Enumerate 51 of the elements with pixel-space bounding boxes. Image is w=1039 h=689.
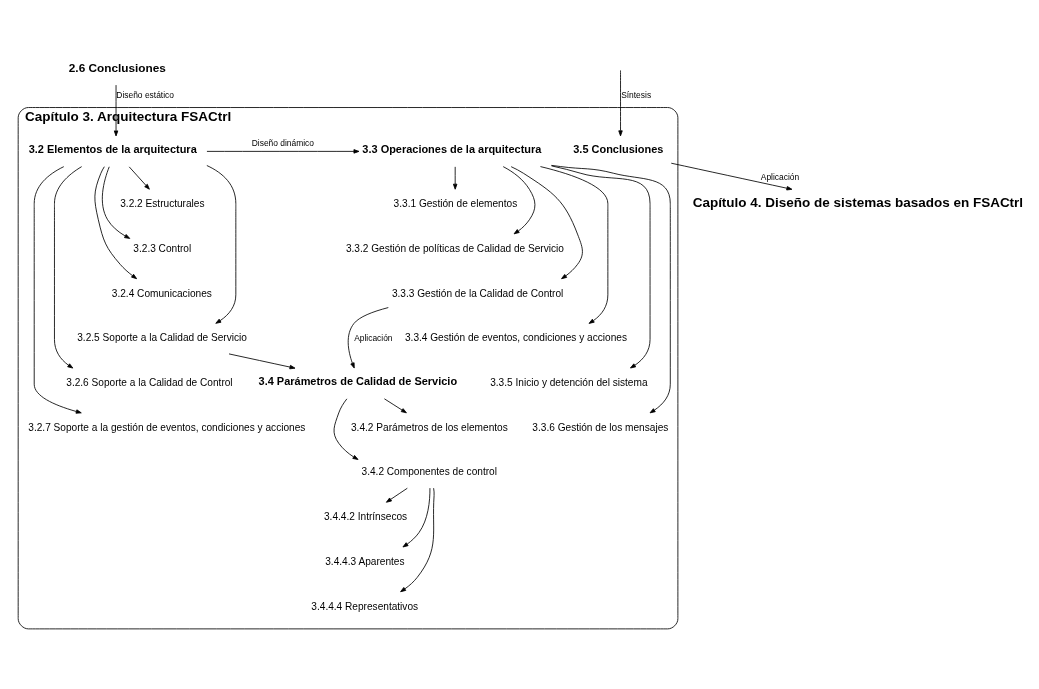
arrow bbox=[33, 165, 82, 414]
node-text: 3.2.3 Control bbox=[133, 242, 192, 254]
node-text: 3.3.4 Gestión de eventos, condiciones y acciones bbox=[404, 331, 627, 343]
arrow bbox=[383, 397, 407, 413]
node-text: 3.3 Operaciones de la arquitectura bbox=[362, 142, 542, 155]
node-text: 3.4.4.2 Intrínsecos bbox=[323, 510, 408, 522]
arrow bbox=[551, 164, 651, 368]
node-text: 3.4.4.3 Aparentes bbox=[325, 555, 405, 567]
arrow bbox=[347, 306, 389, 368]
arrow bbox=[113, 84, 119, 136]
node-text: 3.2.6 Soporte a la Calidad de Control bbox=[66, 376, 233, 388]
arrow bbox=[228, 352, 296, 369]
node-text: 3.4.2 Parámetros de los elementos bbox=[350, 421, 508, 433]
node-text: 3.2.4 Comunicaciones bbox=[111, 287, 212, 299]
node-text: 3.3.5 Inicio y detención del sistema bbox=[490, 376, 648, 388]
node-text: 3.4.4.4 Representativos bbox=[311, 600, 419, 612]
node-text: Capítulo 4. Diseño de sistemas basados en FSACtrl bbox=[692, 194, 1024, 210]
arrow bbox=[510, 165, 583, 279]
arrow bbox=[128, 165, 150, 190]
edge-label: Síntesis bbox=[621, 89, 652, 100]
arrow bbox=[452, 165, 458, 190]
node-text: 3.3.6 Gestión de los mensajes bbox=[532, 421, 669, 433]
node-text: 2.6 Conclusiones bbox=[68, 60, 166, 75]
node-text: 3.2.2 Estructurales bbox=[120, 197, 205, 209]
arrow bbox=[333, 397, 359, 460]
node-text: 3.4.2 Componentes de control bbox=[361, 465, 497, 477]
arrow bbox=[502, 165, 536, 234]
arrow bbox=[618, 69, 623, 136]
arrow bbox=[54, 165, 83, 368]
arrow bbox=[385, 487, 408, 503]
node-text: 3.5 Conclusiones bbox=[573, 142, 664, 155]
arrow bbox=[402, 487, 431, 547]
node-text: 3.3.2 Gestión de políticas de Calidad de Servicio bbox=[345, 242, 564, 254]
arrow bbox=[670, 162, 793, 190]
edge-label: Diseño estático bbox=[116, 89, 174, 100]
arrow bbox=[540, 165, 609, 324]
edge-label: Aplicación bbox=[760, 171, 800, 182]
arrow bbox=[101, 165, 131, 239]
node-text: 3.2 Elementos de la arquitectura bbox=[28, 142, 197, 155]
arrow bbox=[206, 148, 360, 154]
node-text: 3.3.3 Gestión de la Calidad de Control bbox=[391, 287, 564, 299]
arrow bbox=[206, 164, 237, 324]
node-text: 3.3.1 Gestión de elementos bbox=[393, 197, 518, 209]
edge-label: Diseño dinámico bbox=[251, 137, 314, 148]
node-text: 3.4 Parámetros de Calidad de Servicio bbox=[258, 374, 458, 387]
edge-label: Aplicación bbox=[354, 332, 393, 343]
node-text: 3.2.5 Soporte a la Calidad de Servicio bbox=[77, 331, 247, 343]
node-text: 3.2.7 Soporte a la gestión de eventos, condiciones y acciones bbox=[28, 421, 306, 433]
arrow bbox=[94, 165, 138, 279]
arrow bbox=[551, 164, 671, 413]
arrow bbox=[400, 487, 435, 592]
